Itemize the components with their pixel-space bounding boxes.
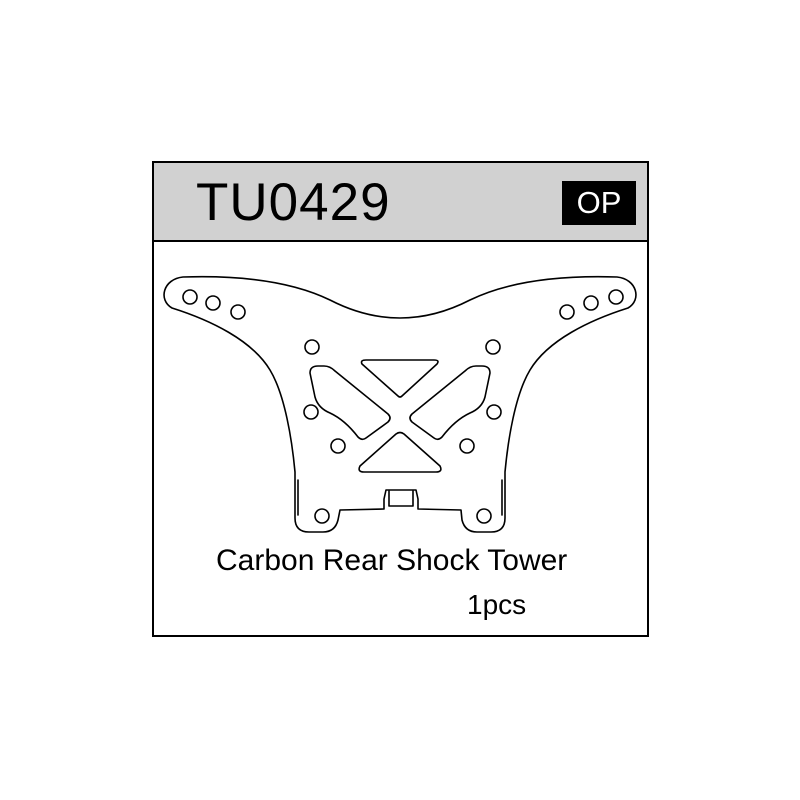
mount-hole: [459, 438, 475, 454]
mount-hole: [303, 404, 319, 420]
cutout-top: [360, 359, 439, 398]
center-tab: [388, 490, 414, 507]
mount-hole: [476, 508, 492, 524]
mount-hole: [330, 438, 346, 454]
mount-hole: [486, 404, 502, 420]
mount-hole: [230, 304, 246, 320]
mount-hole: [485, 339, 501, 355]
cutout-right: [409, 365, 491, 441]
part-card: TU0429 OP Carbon Rear Shock Tower 1pcs: [152, 161, 649, 637]
part-quantity: 1pcs: [467, 589, 527, 620]
part-header: TU0429 OP: [154, 163, 647, 242]
part-name: Carbon Rear Shock Tower: [216, 544, 568, 577]
cutout-left: [309, 365, 391, 441]
part-code: TU0429: [196, 173, 391, 232]
cutout-bottom: [358, 431, 442, 473]
mount-hole: [314, 508, 330, 524]
mount-hole: [608, 289, 624, 305]
shock-tower-outline: [163, 275, 637, 533]
op-badge: OP: [562, 181, 636, 225]
mount-hole: [559, 304, 575, 320]
mount-hole: [583, 295, 599, 311]
mount-hole: [205, 295, 221, 311]
mount-hole: [304, 339, 320, 355]
mount-hole: [182, 289, 198, 305]
